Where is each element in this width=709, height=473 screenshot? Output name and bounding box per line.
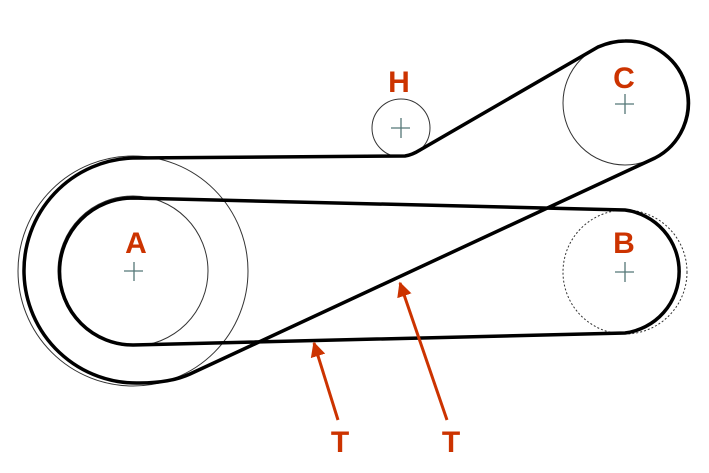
label-c: C	[613, 62, 635, 95]
label-a: A	[125, 227, 147, 260]
tension-arrow-2	[397, 281, 449, 421]
label-t-2: T	[442, 426, 460, 459]
tension-arrow-1	[310, 341, 340, 421]
center-marks	[124, 94, 634, 282]
outer-belt	[22, 39, 691, 385]
label-h: H	[388, 66, 410, 99]
label-t-1: T	[331, 426, 349, 459]
label-b: B	[613, 227, 635, 260]
inner-belt	[57, 196, 681, 347]
pulley-a-outer	[17, 155, 249, 387]
